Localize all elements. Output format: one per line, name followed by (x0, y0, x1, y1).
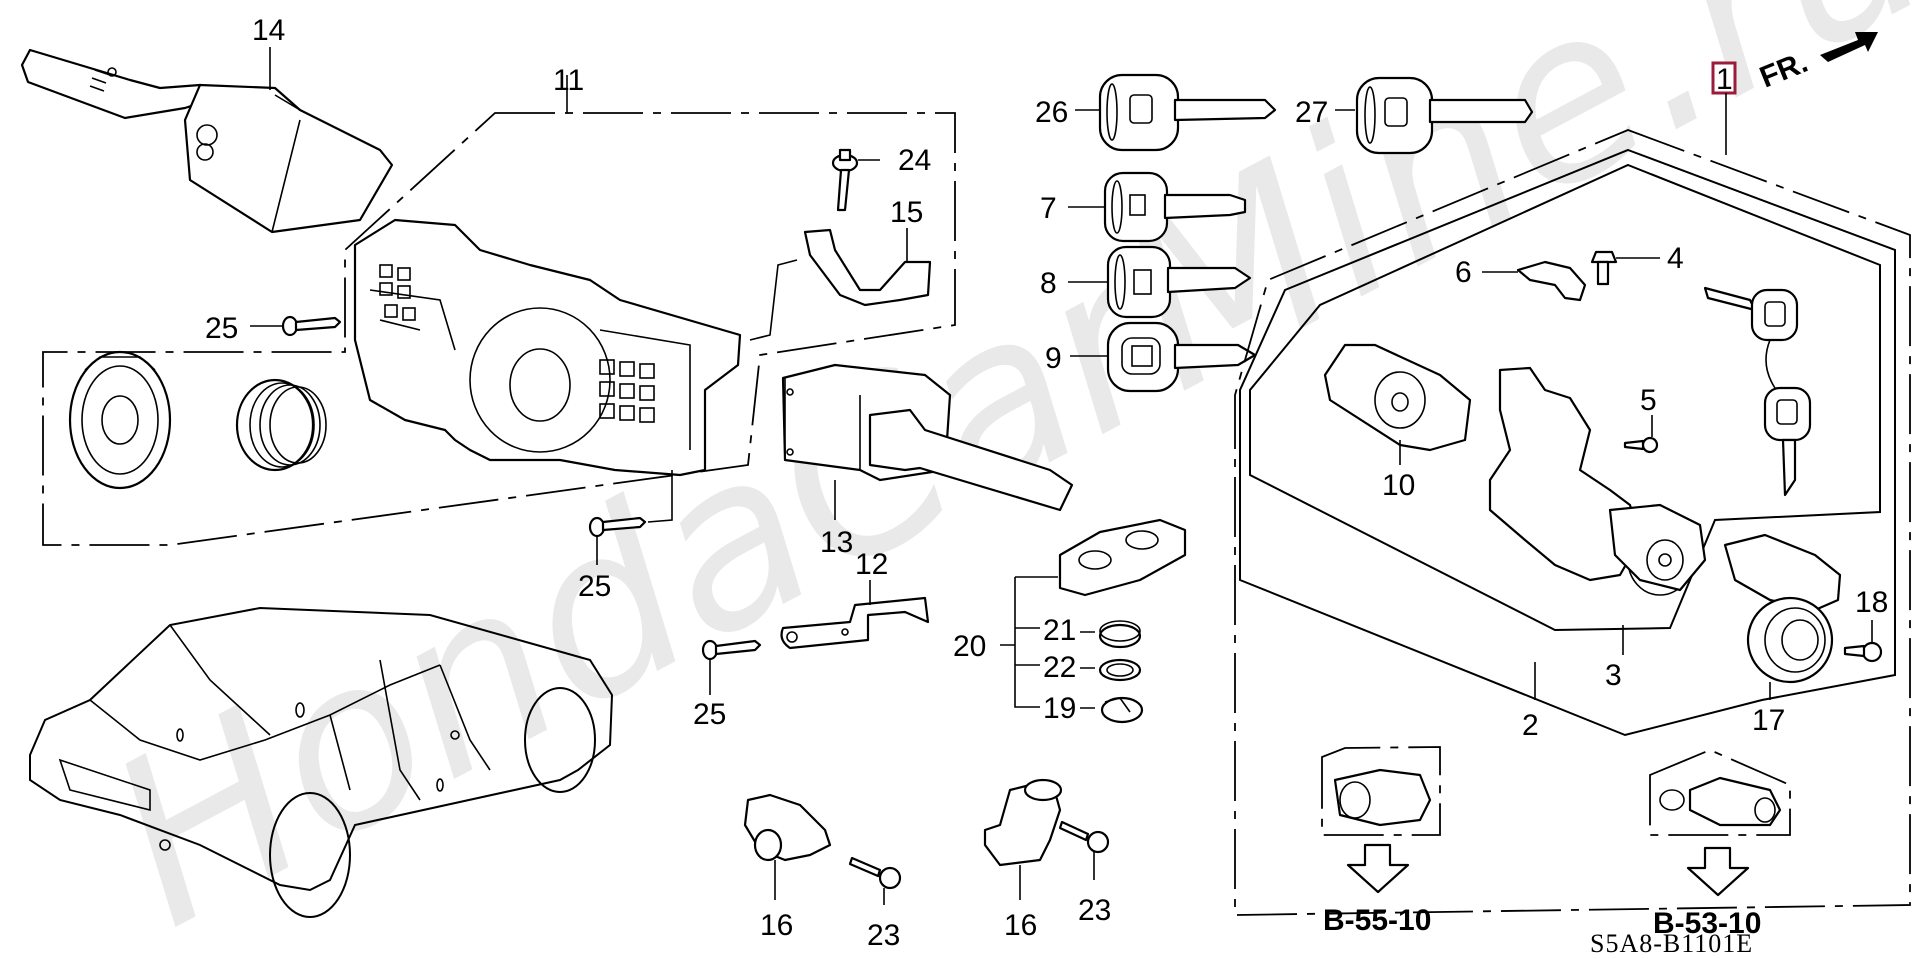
part-19-case[interactable] (1100, 696, 1144, 724)
part-15-clamp[interactable] (803, 228, 932, 307)
part-10-ignition-cylinder[interactable] (1323, 343, 1472, 452)
assembly-outline-1 (1234, 129, 1911, 916)
part-spring-rings[interactable] (235, 378, 327, 472)
part-22-gasket[interactable] (1098, 658, 1142, 682)
part-13-light-switch[interactable] (781, 363, 1074, 512)
part-23-screw-right[interactable] (1058, 820, 1110, 854)
part-20-remote-cover[interactable] (1058, 518, 1187, 597)
part-5-screw[interactable] (1623, 436, 1659, 454)
callout-12: 12 (855, 548, 888, 581)
part-16-door-switch-left[interactable] (743, 793, 832, 862)
part-17-lock-housing[interactable] (1723, 533, 1842, 684)
callout-16-left: 16 (760, 909, 793, 942)
part-23-screw-left[interactable] (848, 856, 902, 890)
vehicle-outline-illustration (29, 606, 614, 918)
callout-2: 2 (1522, 709, 1539, 742)
callout-22: 22 (1043, 651, 1076, 684)
reference-label-b-53-10[interactable]: B-53-10 (1653, 907, 1761, 940)
part-4-bolt[interactable] (1590, 250, 1618, 286)
callout-11: 11 (553, 64, 584, 97)
callout-25-left: 25 (205, 312, 238, 345)
callout-25-bracket: 25 (693, 698, 726, 731)
callout-9: 9 (1045, 342, 1062, 375)
reference-b-53-10[interactable]: B-53-10 (1649, 749, 1791, 940)
callout-8: 8 (1040, 267, 1057, 300)
callout-7: 7 (1040, 192, 1057, 225)
callout-24: 24 (898, 144, 931, 177)
callout-14: 14 (252, 14, 285, 47)
callout-6: 6 (1455, 256, 1472, 289)
part-12-bracket[interactable] (780, 596, 930, 650)
callout-1: 1 (1716, 63, 1733, 96)
part-16-door-switch-right[interactable] (983, 778, 1063, 867)
diagram-code: S5A8-B1101E (1590, 929, 1753, 958)
callout-25-middle: 25 (578, 570, 611, 603)
callout-20: 20 (953, 630, 986, 663)
part-11-combination-switch-body[interactable] (353, 218, 742, 477)
highlighted-part-1-box[interactable] (1711, 61, 1737, 95)
callout-19: 19 (1043, 692, 1076, 725)
callout-21: 21 (1043, 614, 1076, 647)
callout-15: 15 (890, 196, 923, 229)
callout-18: 18 (1855, 586, 1888, 619)
part-3-steering-lock[interactable] (1488, 366, 1707, 596)
part-25-screw-bracket[interactable] (701, 639, 762, 661)
callout-13: 13 (820, 526, 853, 559)
part-6-clamp[interactable] (1516, 260, 1587, 302)
callout-3: 3 (1605, 659, 1622, 692)
callout-5: 5 (1640, 384, 1657, 417)
assembly-outline-2 (1239, 148, 1896, 737)
callout-16-right: 16 (1004, 909, 1037, 942)
callout-23-right: 23 (1078, 894, 1111, 927)
part-27-key[interactable] (1355, 76, 1534, 155)
assembly-bracket-11 (42, 112, 956, 546)
part-9-key[interactable] (1106, 321, 1257, 393)
part-14-wiper-switch[interactable] (20, 48, 394, 234)
part-cable-reel[interactable] (68, 350, 172, 490)
part-18-screw[interactable] (1843, 641, 1883, 663)
callout-23-left: 23 (867, 919, 900, 952)
callout-17: 17 (1752, 704, 1785, 737)
part-24-bolt[interactable] (831, 148, 859, 212)
callout-10: 10 (1382, 469, 1415, 502)
part-26-key[interactable] (1098, 73, 1277, 152)
key-set[interactable] (1703, 286, 1812, 497)
reference-label-b-55-10[interactable]: B-55-10 (1323, 904, 1431, 937)
callout-27: 27 (1295, 96, 1328, 129)
part-21-battery[interactable] (1098, 620, 1142, 649)
part-7-key[interactable] (1103, 171, 1247, 243)
part-25-screw-left[interactable] (281, 315, 342, 337)
reference-b-55-10[interactable]: B-55-10 (1321, 746, 1441, 937)
callout-26: 26 (1035, 96, 1068, 129)
callout-4: 4 (1667, 242, 1684, 275)
assembly-outline-3 (1249, 163, 1881, 632)
